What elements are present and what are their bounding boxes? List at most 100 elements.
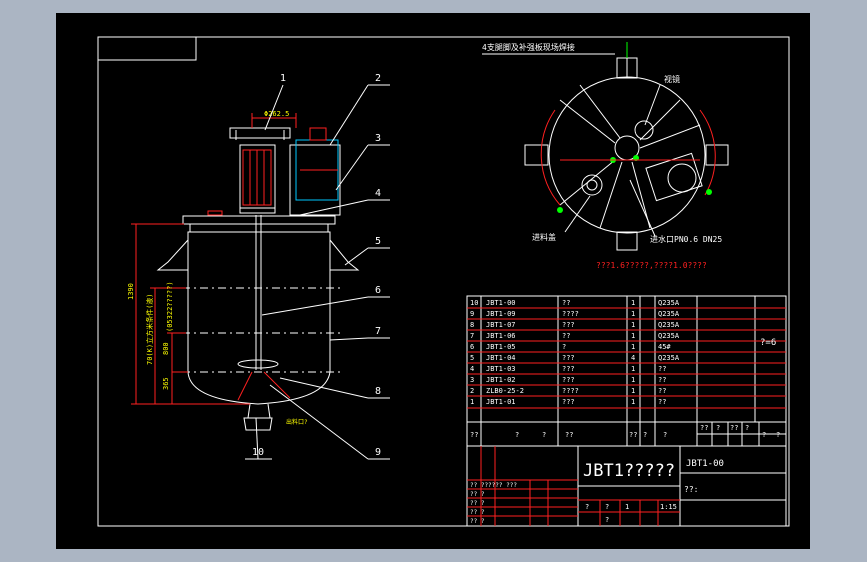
bom-cell-name: ???	[562, 398, 575, 406]
bom-cell-name: ???	[562, 354, 575, 362]
leader-1: 1	[280, 73, 286, 84]
bom-cell-code: JBT1-07	[486, 321, 516, 329]
leader-2: 2	[375, 73, 381, 84]
dim-top-width: Φ262.5	[264, 110, 289, 118]
bom-cell-no: 1	[470, 398, 474, 406]
drawing-title: JBT1?????	[583, 461, 675, 481]
svg-text:?: ?	[605, 503, 609, 511]
dimensions-vertical	[131, 113, 297, 405]
bom-cell-name: ????	[562, 387, 579, 395]
bom-cell-code: JBT1-04	[486, 354, 516, 362]
bom-cell-code: JBT1-09	[486, 310, 516, 318]
bom-cell-code: JBT1-06	[486, 332, 516, 340]
bom-cell-no: 10	[470, 299, 478, 307]
bom-cell-no: 2	[470, 387, 474, 395]
motor-frame	[289, 144, 341, 216]
bom-cell-mat: 45#	[658, 343, 671, 351]
bom-cell-qty: 1	[631, 332, 635, 340]
bottom-outlet	[247, 403, 251, 419]
leg-top	[616, 57, 638, 79]
leader-8: 8	[375, 386, 381, 397]
title-block-left-grid	[467, 446, 680, 526]
bom-cell-qty: 1	[631, 321, 635, 329]
plan-view-color	[540, 42, 716, 213]
plan-bottom-dim: ???1.6?????,????1.0????	[596, 261, 707, 270]
bom-cell-name: ??	[562, 332, 570, 340]
bom-cell-code: JBT1-00	[486, 299, 516, 307]
bom-cell-mat: ??	[658, 398, 666, 406]
leader-numbers: 1 2 3 4 5 6 7 8 9 10	[252, 73, 381, 458]
outlet-label: 出料口?	[286, 418, 308, 426]
leader-lines	[245, 84, 390, 460]
svg-text:?: ?	[643, 431, 647, 439]
plan-view	[524, 57, 729, 251]
bom-cell-qty: 1	[631, 387, 635, 395]
impeller	[237, 359, 279, 369]
dim-height-total: 1390	[127, 283, 135, 300]
svg-text:??: ??	[730, 424, 738, 432]
bom-cell-no: 8	[470, 321, 474, 329]
bom-cell-qty: 1	[631, 398, 635, 406]
bom-cell-code: JBT1-01	[486, 398, 516, 406]
bom-cell-mat: ??	[658, 387, 666, 395]
bom-cell-no: 4	[470, 365, 474, 373]
svg-text:??: ??	[629, 431, 637, 439]
svg-text:??: ??	[700, 424, 708, 432]
bom-cell-no: 3	[470, 376, 474, 384]
bom-cell-code: JBT1-03	[486, 365, 516, 373]
sheet-outer-border	[97, 36, 790, 527]
leader-6: 6	[375, 285, 381, 296]
organization: ??:	[684, 485, 698, 494]
bom-cell-mat: ??	[658, 376, 666, 384]
vessel-top-cover	[182, 215, 336, 225]
bom-cell-code: JBT1-05	[486, 343, 516, 351]
bom-cell-name: ??	[562, 299, 570, 307]
bom-header-text: ?? ? ? ?? ?? ? ? ?? ? ?? ? ? ?	[470, 424, 780, 439]
bom-cell-mat: ??	[658, 365, 666, 373]
leg-right	[705, 144, 729, 166]
drawing-number: JBT1-00	[686, 459, 724, 469]
svg-text:??: ??	[565, 431, 573, 439]
bom-cell-name: ?	[562, 343, 566, 351]
leg-left	[524, 144, 549, 166]
svg-text:1: 1	[625, 503, 629, 511]
dim-height-mid: 800	[162, 342, 170, 355]
bom-cell-name: ???	[562, 376, 575, 384]
svg-text:1:15: 1:15	[660, 503, 677, 511]
bom-cell-qty: 4	[631, 354, 635, 362]
svg-text:?? ?: ?? ?	[470, 491, 485, 498]
bom-cell-no: 9	[470, 310, 474, 318]
bom-row-lines	[467, 307, 786, 409]
leader-9: 9	[375, 447, 381, 458]
bom-cell-code: JBT1-02	[486, 376, 516, 384]
vessel-shell	[187, 231, 331, 405]
bom-cell-code: ZLB0-25-2	[486, 387, 524, 395]
svg-text:?? ?: ?? ?	[470, 518, 485, 525]
leader-4: 4	[375, 188, 381, 199]
sight-glass	[634, 120, 654, 140]
coupling	[229, 127, 291, 139]
svg-text:?: ?	[745, 424, 749, 432]
bom-cell-no: 5	[470, 354, 474, 362]
bom-cell-mat: Q235A	[658, 321, 680, 329]
bom-cell-mat: Q235A	[658, 299, 680, 307]
svg-text:?: ?	[762, 431, 766, 439]
leader-5: 5	[375, 236, 381, 247]
leader-10: 10	[252, 447, 264, 458]
bom-cell-qty: 1	[631, 365, 635, 373]
svg-text:?: ?	[605, 516, 609, 524]
leader-3: 3	[375, 133, 381, 144]
bom-note: ?=6	[760, 338, 776, 348]
front-view-red-details	[207, 127, 338, 401]
leg-bottom	[616, 231, 638, 251]
feed-port	[581, 174, 603, 196]
plan-view-labels: 4支腿脚及补强板现场焊接 视镜 进料盖 进水口PN0.6 DN25 ???1.6…	[482, 42, 722, 270]
leader-7: 7	[375, 326, 381, 337]
svg-text:?? ?????? ???: ?? ?????? ???	[470, 482, 517, 489]
bom-cell-mat: Q235A	[658, 310, 680, 318]
dimension-texts: Φ262.5 1390 800 365 70(K)立方米条件(液) (05322…	[127, 110, 308, 426]
bom-cell-no: 6	[470, 343, 474, 351]
plan-note-feed-cover: 进料盖	[532, 232, 556, 242]
dim-side-label: 70(K)立方米条件(液)	[145, 293, 154, 365]
